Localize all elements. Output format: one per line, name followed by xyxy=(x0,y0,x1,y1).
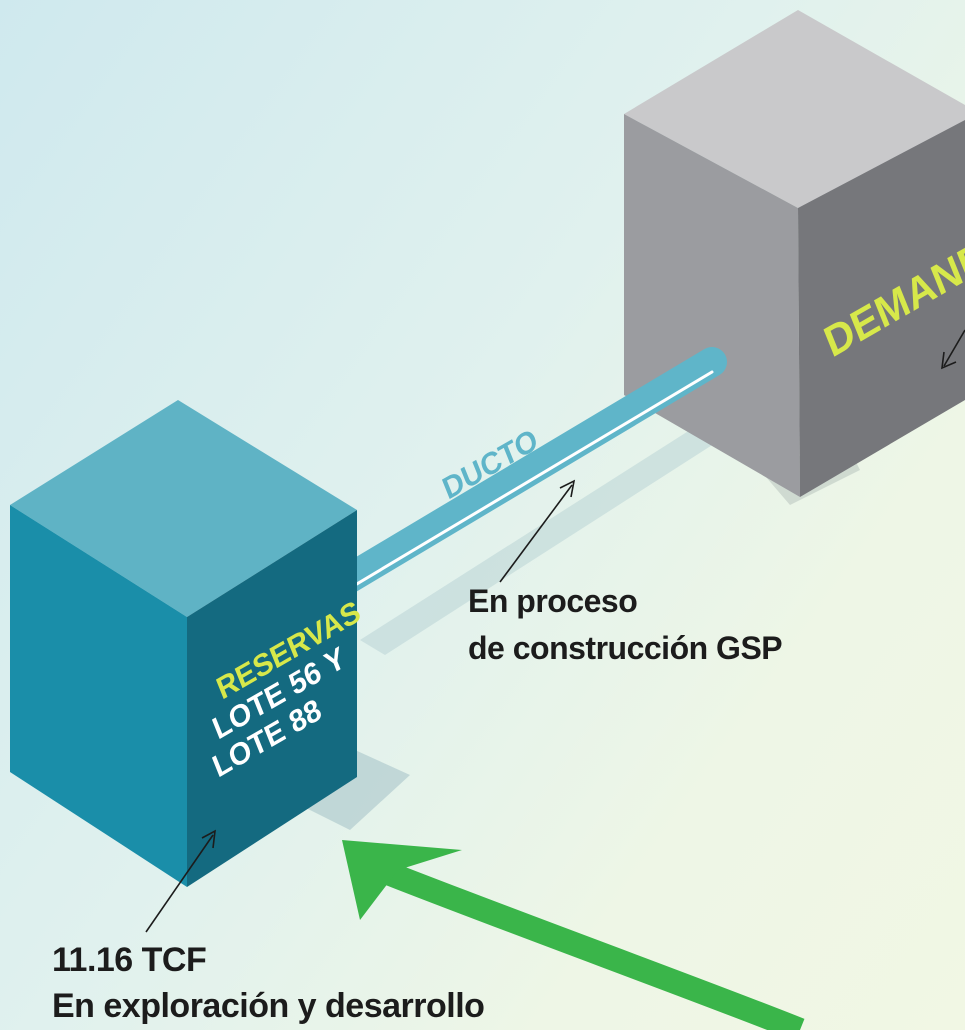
reserves-box-side xyxy=(187,510,357,887)
demand-box xyxy=(624,10,965,497)
reserves-box xyxy=(10,400,357,887)
reserves-box-top xyxy=(10,400,357,617)
pipeline-note-line1: En proceso xyxy=(468,583,638,619)
green-curved-arrow xyxy=(342,840,805,1030)
reserves-note-line1: 11.16 TCF xyxy=(52,941,207,979)
pipeline-pointer-arrow xyxy=(499,479,576,583)
reserves-box-shadow xyxy=(300,750,410,830)
reserves-note-line2: En exploración y desarrollo xyxy=(52,987,485,1025)
pipeline-note-line2: de construcción GSP xyxy=(468,630,783,666)
reserves-box-front xyxy=(10,505,187,887)
demand-box-side xyxy=(798,120,965,497)
demand-pointer-arrow xyxy=(941,329,965,370)
pipeline-highlight xyxy=(333,370,714,599)
pipeline-body xyxy=(315,347,727,605)
demand-box-top xyxy=(624,10,965,208)
pipe-shadow xyxy=(360,430,720,655)
reserves-pointer-arrow xyxy=(145,829,216,933)
pipeline xyxy=(315,347,727,605)
